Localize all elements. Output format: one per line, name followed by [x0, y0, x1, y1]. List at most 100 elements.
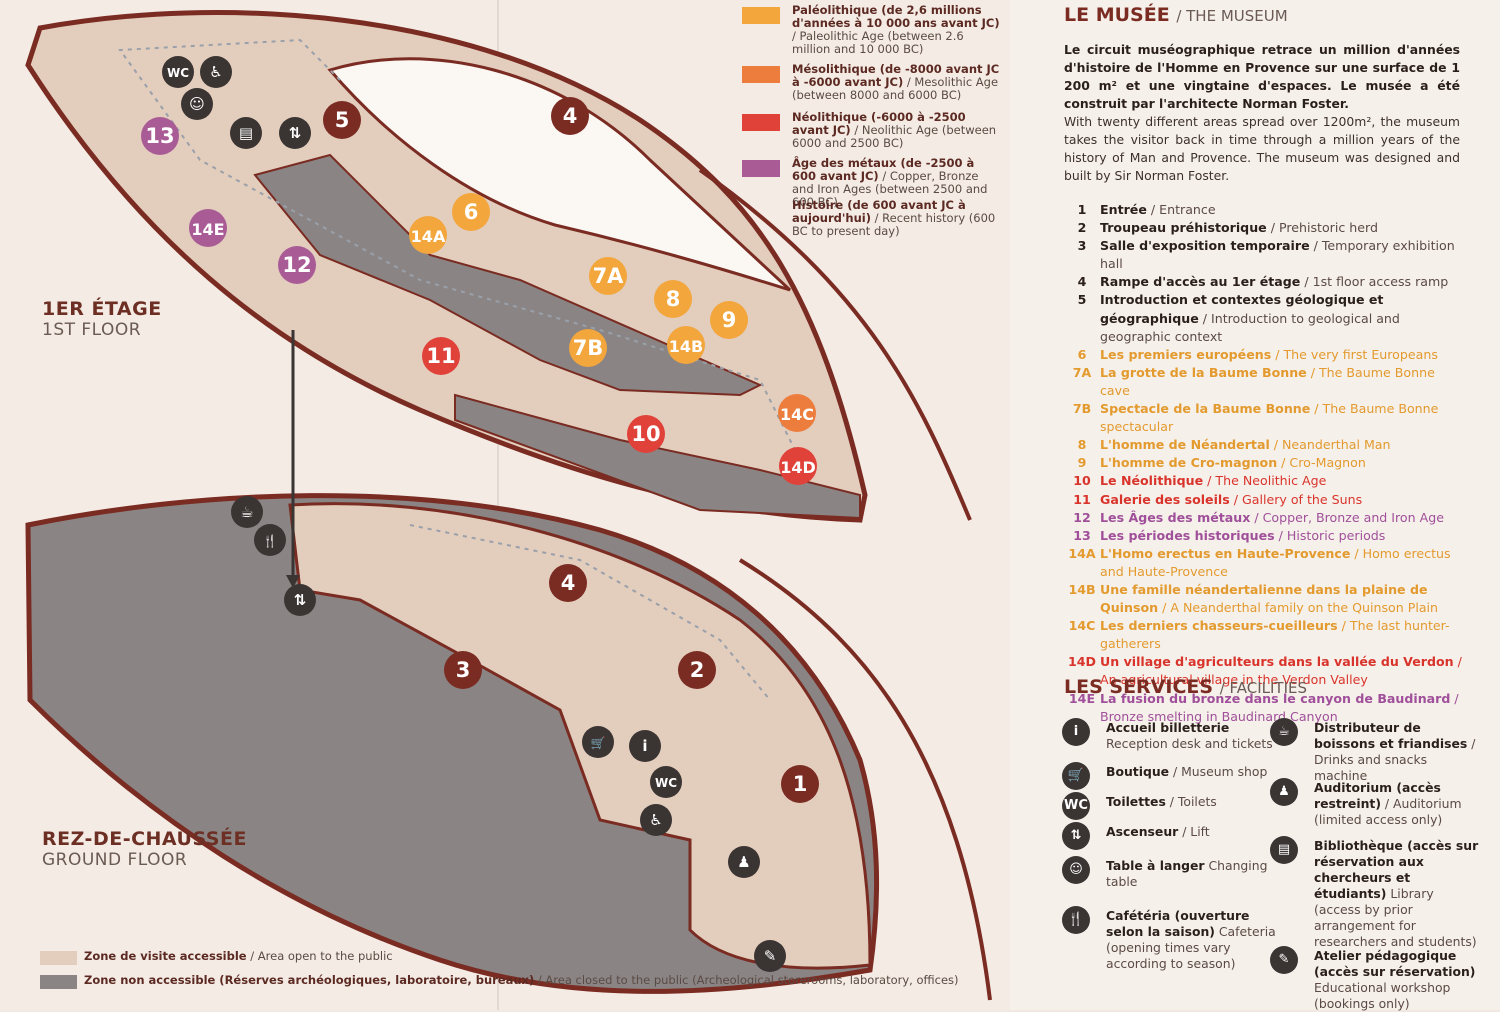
service-text: Bibliothèque (accès sur réservation aux … — [1314, 838, 1484, 950]
room-marker-5: 5 — [323, 101, 361, 139]
period-legend-en: / Recent history (600 BC to present day) — [792, 211, 996, 238]
svg-text:WC: WC — [167, 66, 189, 80]
workshop-icon: ✎ — [1270, 946, 1298, 974]
svg-text:♟: ♟ — [737, 853, 750, 871]
room-number: 14A — [1068, 545, 1096, 561]
service-name-en: / Lift — [1178, 824, 1210, 839]
period-legend-fr: Âge des métaux (de -2500 à 600 avant JC) — [792, 156, 975, 183]
room-marker-14b: 14B — [667, 326, 705, 364]
room-text: Un village d'agriculteurs dans la vallée… — [1100, 653, 1464, 689]
shop-icon: 🛒 — [1062, 762, 1090, 790]
room-name-en: / Prehistoric herd — [1266, 220, 1378, 236]
svg-text:☕: ☕ — [240, 503, 253, 521]
room-number: 9 — [1077, 455, 1087, 471]
room-marker-6: 6 — [452, 193, 490, 231]
zone-legend-item: Zone de visite accessible / Area open to… — [40, 950, 393, 965]
svg-text:12: 12 — [282, 253, 311, 277]
room-name-fr: L'Homo erectus en Haute-Provence — [1100, 545, 1351, 561]
svg-text:🍴: 🍴 — [263, 534, 278, 548]
library-icon: ▤ — [230, 117, 262, 149]
service-name-en: / Toilets — [1165, 794, 1217, 809]
ramp-outline — [698, 168, 972, 521]
room-text: Les premiers européens / The very first … — [1100, 346, 1464, 364]
room-marker-14c: 14C — [778, 394, 816, 432]
svg-text:8: 8 — [666, 287, 681, 311]
room-name-en: / Temporary exhibition hall — [1100, 238, 1455, 272]
wheelchair-icon: ♿ — [200, 56, 232, 88]
svg-text:1: 1 — [793, 772, 808, 796]
room-marker-12: 12 — [278, 246, 316, 284]
ground-ramp-outline — [738, 558, 992, 1001]
cafeteria-icon: 🍴 — [254, 524, 286, 556]
room-text: Le Néolithique / The Neolithic Age — [1100, 472, 1464, 490]
svg-text:11: 11 — [426, 344, 455, 368]
services-title-en: / FACILITIES — [1219, 679, 1308, 697]
period-legend-item: Néolithique (-6000 à -2500 avant JC) / N… — [742, 111, 1002, 150]
library-icon: ▤ — [1270, 836, 1298, 864]
room-name-en: / Homo erectus and Haute-Provence — [1100, 545, 1451, 579]
room-name-fr: Galerie des soleils — [1100, 491, 1230, 507]
service-text: Cafétéria (ouverture selon la saison) Ca… — [1106, 908, 1276, 972]
svg-text:♿: ♿ — [209, 63, 222, 81]
svg-text:i: i — [642, 737, 647, 755]
room-marker-1: 1 — [781, 765, 819, 803]
museum-intro: Le circuit muséographique retrace un mil… — [1064, 41, 1460, 185]
room-text: L'homme de Néandertal / Neanderthal Man — [1100, 436, 1464, 454]
svg-text:☺: ☺ — [189, 95, 205, 113]
changing-table-icon: ☺ — [181, 88, 213, 120]
period-legend-en: / Neolithic Age (between 6000 and 2500 B… — [792, 123, 997, 150]
period-legend-text: Néolithique (-6000 à -2500 avant JC) / N… — [792, 111, 1002, 150]
museum-intro-en: With twenty different areas spread over … — [1064, 114, 1460, 183]
zone-legend-fr: Zone de visite accessible — [84, 949, 247, 963]
period-legend-item: Paléolithique (de 2,6 millions d'années … — [742, 4, 1002, 56]
svg-text:10: 10 — [631, 422, 660, 446]
service-text: Toilettes / Toilets — [1106, 794, 1276, 810]
service-text: Boutique / Museum shop — [1106, 764, 1276, 780]
drinks-machine-icon: ☕ — [1270, 718, 1298, 746]
zone-legend-text: Zone de visite accessible / Area open to… — [84, 950, 393, 963]
period-legend-item: Mésolithique (de -8000 avant JC à -6000 … — [742, 63, 1002, 102]
room-name-en: / The very first Europeans — [1271, 346, 1438, 362]
room-number: 11 — [1073, 491, 1091, 507]
room-name-fr: Rampe d'accès au 1er étage — [1100, 274, 1301, 290]
room-entry: 11 Galerie des soleils / Gallery of the S… — [1064, 491, 1464, 509]
museum-title-fr: LE MUSÉE — [1064, 4, 1170, 26]
room-name-en: / The Baume Bonne cave — [1100, 364, 1435, 398]
period-legend-fr: Mésolithique (de -8000 avant JC à -6000 … — [792, 62, 1000, 89]
room-name-fr: La fusion du bronze dans le canyon de Ba… — [1100, 690, 1451, 706]
svg-text:4: 4 — [563, 104, 578, 128]
svg-text:7A: 7A — [593, 264, 625, 288]
room-marker-14a: 14A — [409, 216, 447, 254]
period-legend-fr: Histoire (de 600 avant JC à aujourd'hui) — [792, 198, 966, 225]
ground-floor-label-en: GROUND FLOOR — [42, 850, 188, 870]
zone-legend-item: Zone non accessible (Réserves archéologi… — [40, 974, 959, 989]
svg-text:♿: ♿ — [649, 811, 662, 829]
info-panel: LE MUSÉE / THE MUSEUM Le circuit muséogr… — [1010, 0, 1500, 1011]
service-name-fr: Accueil billetterie — [1106, 720, 1230, 735]
room-marker-14d: 14D — [779, 447, 817, 485]
room-marker-10: 10 — [627, 415, 665, 453]
ground-floor-label: REZ-DE-CHAUSSÉE GROUND FLOOR — [42, 828, 247, 870]
room-name-en: / A Neanderthal family on the Quinson Pl… — [1158, 600, 1439, 616]
room-text: Spectacle de la Baume Bonne / The Baume … — [1100, 400, 1464, 436]
room-marker-7a: 7A — [589, 257, 627, 295]
room-marker-14e: 14E — [189, 209, 227, 247]
room-text: Galerie des soleils / Gallery of the Sun… — [1100, 491, 1464, 509]
room-number: 14B — [1068, 581, 1096, 597]
service-text: Distributeur de boissons et friandises /… — [1314, 720, 1484, 784]
drinks-machine-icon: ☕ — [231, 496, 263, 528]
svg-text:4: 4 — [561, 571, 576, 595]
period-color-swatch — [742, 66, 780, 83]
workshop-icon: ✎ — [754, 940, 786, 972]
room-name-fr: L'homme de Cro-magnon — [1100, 455, 1278, 471]
